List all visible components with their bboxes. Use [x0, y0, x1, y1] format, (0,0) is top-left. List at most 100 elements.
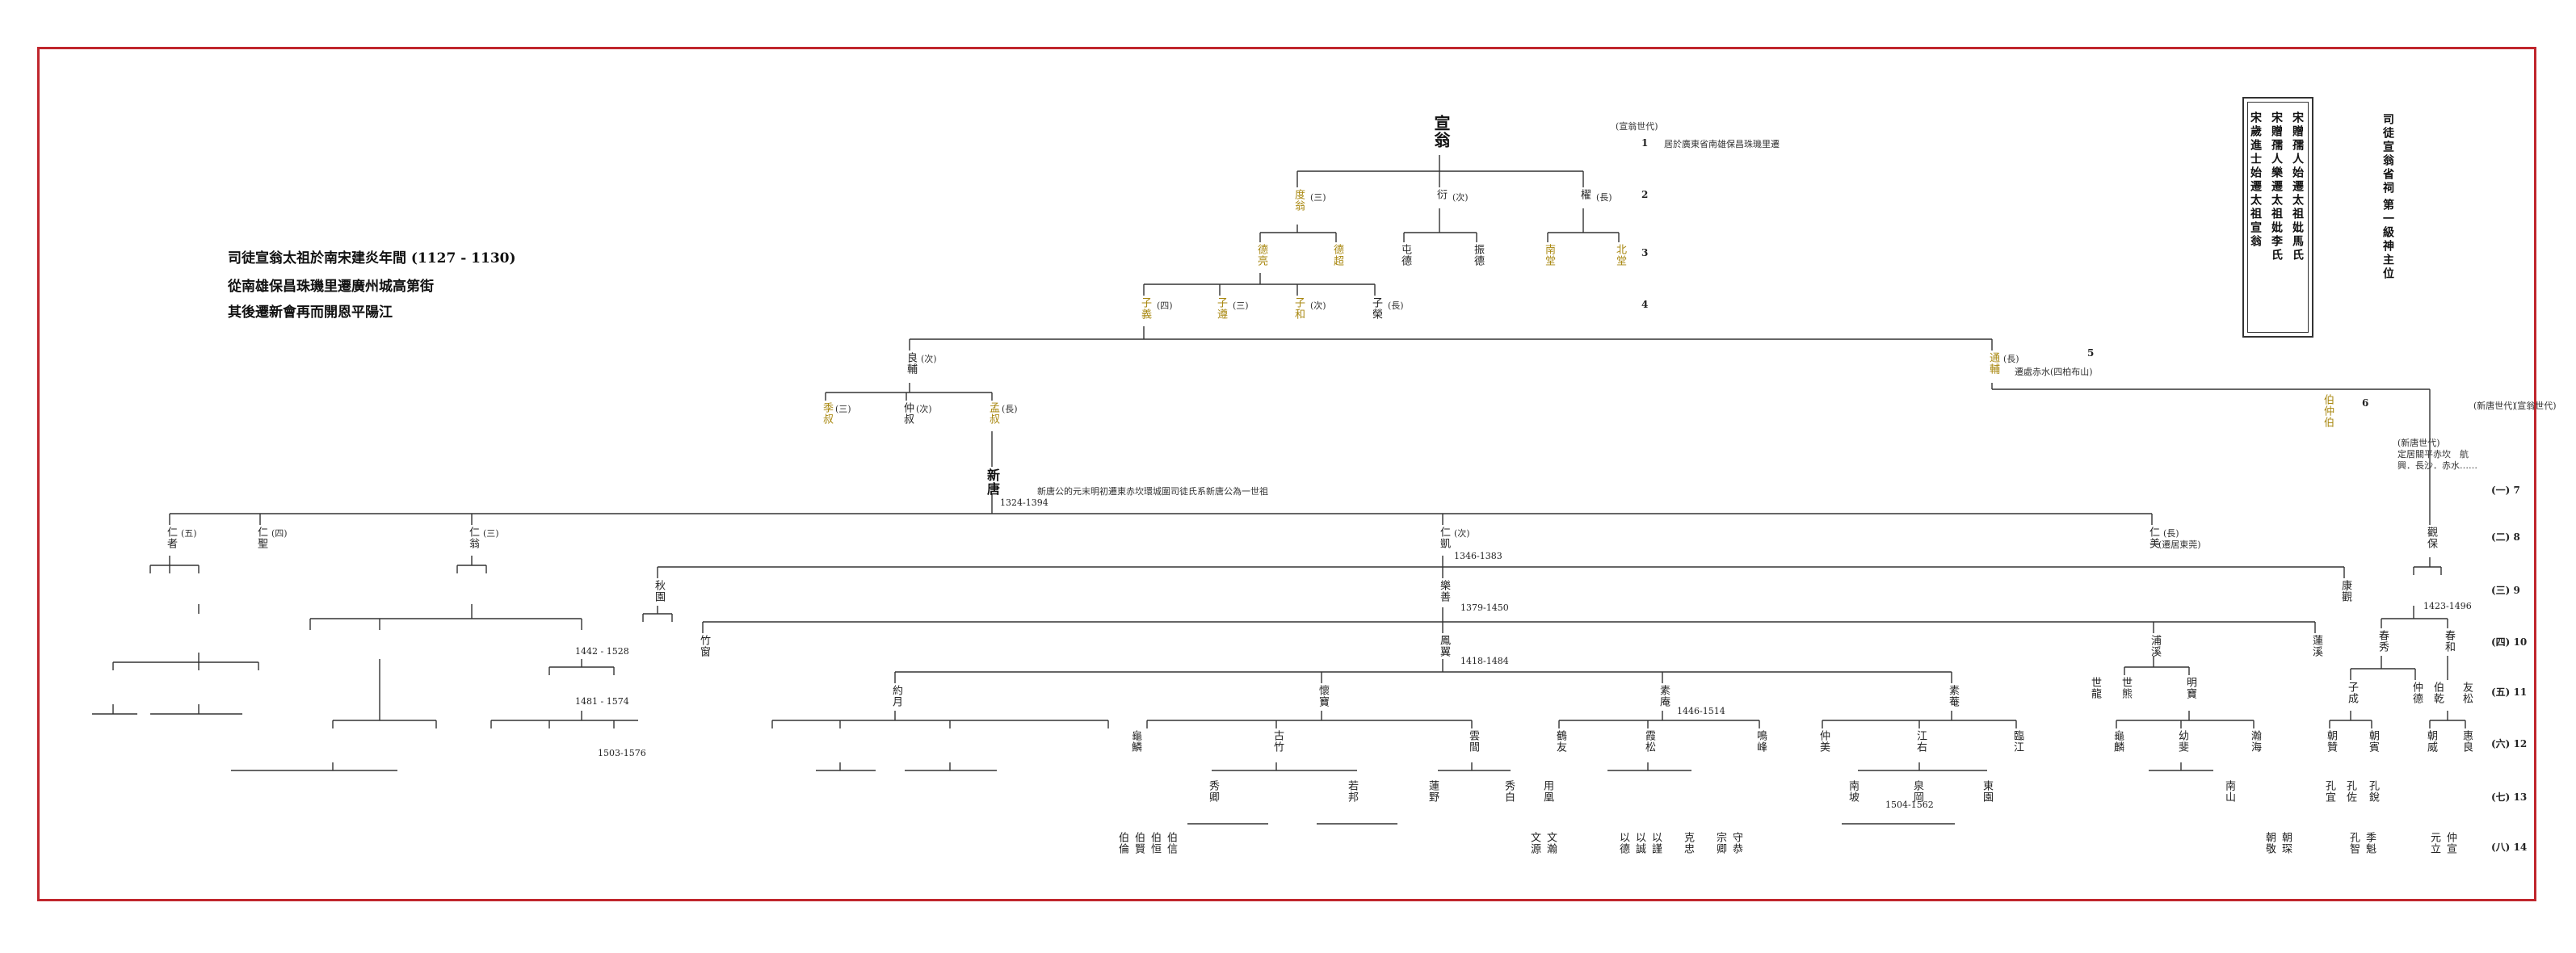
person-g12-7: 江右 [1914, 730, 1927, 753]
person-g4-2: 子和 [1292, 297, 1305, 320]
person-g10-0: 竹窗 [698, 635, 710, 657]
person-zhuo: 櫂 [1578, 189, 1591, 200]
gen1-note: 居於廣東省南雄保昌珠璣里遷 [1664, 139, 1780, 149]
cols-note-2: 定居關平赤坎 航 [2397, 449, 2469, 460]
person-g11-10: 友松 [2460, 682, 2473, 704]
rank-yan: (次) [1452, 192, 1469, 203]
person-g14-5: 文瀚 [1544, 832, 1557, 854]
person-g6-0: 季叔 [821, 402, 833, 425]
person-g12-17: 惠良 [2460, 730, 2473, 753]
person-g4-0: 子義 [1139, 297, 1151, 320]
person-g13-12: 孔宜 [2323, 780, 2335, 803]
person-liang: 良輔 [905, 352, 917, 375]
person-g13-13: 孔佐 [2344, 780, 2356, 803]
person-g12-14: 朝威 [2425, 730, 2437, 753]
person-g14-13: 朝琛 [2280, 832, 2292, 854]
person-g14-14: 元立 [2428, 832, 2440, 854]
person-xintang: 新唐 [985, 468, 1000, 496]
gen6-names: 伯仲伯 [2322, 394, 2334, 428]
rank-g4-0: (四) [1157, 300, 1173, 311]
person-g11-3: 素菴 [1947, 685, 1959, 707]
shrine-title: 司徒宣翁省祠 [2381, 113, 2394, 195]
rank-g6-2: (長) [1002, 404, 1018, 414]
diagram-frame [37, 47, 2536, 901]
person-g11-7: 子成 [2346, 682, 2358, 704]
rank-g8-1: (四) [271, 528, 288, 539]
ngen-10: (四) 10 [2491, 636, 2528, 648]
person-g13-9: 東園 [1981, 780, 1993, 803]
years-suan: 1446-1514 [1677, 706, 1725, 716]
person-g13-1: 若邦 [1346, 780, 1358, 803]
person-g11-5: 世龍 [2089, 677, 2101, 699]
rank-g8-0: (五) [181, 528, 197, 539]
years-left-1: 1442 - 1528 [575, 646, 629, 657]
xuan-gen-header: (宣翁世代) [1616, 121, 1658, 132]
years-right-13: 1504-1562 [1885, 800, 1934, 810]
person-g8-1: 仁聖 [255, 527, 267, 549]
person-g12-6: 仲美 [1817, 730, 1830, 753]
person-g8-2: 仁翁 [467, 527, 479, 549]
rank-g6-1: (次) [916, 404, 932, 414]
person-g4-3: 子榮 [1370, 297, 1382, 320]
shrine-col-a: 宋贈孺人樂遷太祖妣李氏 [2270, 111, 2283, 262]
gen-num-4: 4 [1641, 299, 1649, 310]
person-g12-3: 鶴友 [1554, 730, 1566, 753]
gen-num-5: 5 [2087, 347, 2095, 359]
person-g13-8: 泉岡 [1911, 780, 1923, 803]
person-yan: 衍 [1435, 189, 1447, 200]
person-g12-9: 龜麟 [2112, 730, 2124, 753]
person-g11-4: 世熊 [2120, 677, 2132, 699]
years-renkai: 1346-1383 [1454, 551, 1502, 561]
ngen-12: (六) 12 [2491, 738, 2528, 749]
person-g13-4: 用凰 [1541, 780, 1553, 803]
person-g3-5: 北堂 [1614, 244, 1626, 267]
person-g12-2: 雲間 [1467, 730, 1479, 753]
person-g3-2: 屯德 [1399, 244, 1411, 267]
gen-num-3: 3 [1641, 247, 1649, 258]
xintang-note: 新唐公的元末明初遷東赤坎環城圍司徒氏系新唐公為一世祖 [1037, 486, 1268, 497]
person-g14-7: 以誠 [1633, 832, 1645, 854]
gen-num-2: 2 [1641, 189, 1649, 200]
person-g14-10: 宗卿 [1714, 832, 1726, 854]
years-left-3: 1503-1576 [598, 748, 646, 758]
person-g12-12: 朝贊 [2325, 730, 2337, 753]
ngen-9: (三) 9 [2491, 585, 2520, 596]
person-g10-2: 浦溪 [2149, 635, 2161, 657]
rank-g8-2: (三) [483, 528, 499, 539]
ngen-13: (七) 13 [2491, 791, 2528, 803]
person-g14-11: 守恭 [1730, 832, 1742, 854]
ngen-14: (八) 14 [2491, 842, 2528, 853]
years-guanbao: 1423-1496 [2423, 601, 2472, 611]
person-g14-2: 伯恒 [1149, 832, 1161, 854]
person-g8-0: 仁者 [165, 527, 177, 549]
intro-line-2: 從南雄保昌珠璣里遷廣州城高第街 [228, 279, 434, 295]
person-g14-3: 伯信 [1165, 832, 1177, 854]
person-g4-1: 子遵 [1215, 297, 1227, 320]
person-g13-11: 南山 [2223, 780, 2235, 803]
rank-g8-4: (長) [2163, 528, 2179, 539]
person-g11-6: 明寶 [2184, 677, 2196, 699]
person-g14-15: 仲宣 [2444, 832, 2456, 854]
person-g12-1: 古竹 [1271, 730, 1284, 753]
ngen-7: (一) 7 [2491, 485, 2520, 496]
person-g11-0: 約月 [890, 685, 902, 707]
xin-gen-header: (新唐世代) [2473, 401, 2516, 411]
intro-line-3: 其後遷新會再而開恩平陽江 [228, 304, 393, 321]
renmei-note: (遷居東莞) [2158, 539, 2201, 550]
gen5-note: 遷處赤水(四柏布山) [2015, 367, 2093, 377]
rank-g4-1: (三) [1233, 300, 1249, 311]
person-g13-2: 蓮野 [1427, 780, 1439, 803]
person-g12-13: 朝賓 [2367, 730, 2379, 753]
cols-note: (新唐世代) [2397, 438, 2440, 448]
rank-liang: (次) [921, 354, 937, 364]
person-g10-1: 鳳翼 [1438, 635, 1450, 657]
person-g13-3: 秀白 [1502, 780, 1515, 803]
person-g8-4: 仁美 [2147, 527, 2159, 549]
gen-num-6: 6 [2362, 397, 2369, 409]
rank-zhuo: (長) [1596, 192, 1612, 203]
years-leshan: 1379-1450 [1460, 602, 1509, 613]
shrine-col-b: 宋歲進士始遷太祖宣翁 [2249, 111, 2262, 249]
person-g8-3: 仁凱 [1438, 527, 1450, 549]
person-g14-1: 伯賢 [1133, 832, 1145, 854]
